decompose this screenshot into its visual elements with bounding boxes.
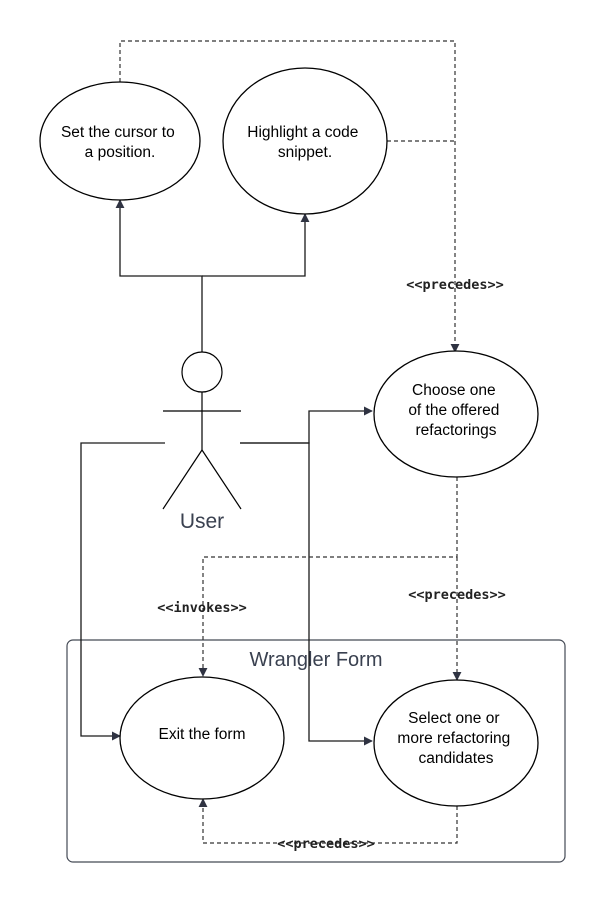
use-case-label-line: Highlight a code	[247, 124, 358, 141]
use-case-highlight-snippet[interactable]: Highlight a code snippet.	[222, 67, 388, 215]
actor-left-leg	[162, 449, 203, 510]
stereotype-invokes: <<invokes>>	[157, 600, 246, 616]
connector-choose-invokes-exit	[198, 477, 458, 677]
use-case-label: Highlight a code snippet.	[247, 124, 362, 161]
use-case-ellipse	[373, 350, 539, 478]
use-case-label: Choose one of the offered refactorings	[408, 382, 503, 439]
connector-actor-to-set-cursor	[115, 199, 203, 352]
actor-right-leg	[201, 449, 242, 510]
use-case-label: Set the cursor to a position.	[61, 124, 179, 161]
use-case-label-line: snippet.	[278, 144, 332, 161]
use-case-ellipse	[373, 679, 539, 807]
system-boundary: Wrangler Form	[66, 639, 566, 863]
connector-select-precedes-exit	[198, 798, 458, 844]
use-case-label-line: a position.	[85, 144, 156, 161]
use-case-label-line: Exit the form	[159, 726, 246, 743]
use-case-label-line: Set the cursor to	[61, 124, 175, 141]
use-case-ellipse	[222, 67, 388, 215]
use-case-label-line: Select one or	[408, 710, 499, 727]
use-case-choose-refactoring[interactable]: Choose one of the offered refactorings	[373, 350, 539, 478]
connector-actor-to-highlight	[202, 213, 310, 277]
stereotype-precedes-top: <<precedes>>	[406, 277, 504, 293]
connector-actor-to-choose	[240, 406, 373, 444]
use-case-label-line: more refactoring	[397, 730, 510, 747]
use-case-exit-form[interactable]: Exit the form	[119, 676, 285, 800]
stereotype-precedes-bottom: <<precedes>>	[277, 836, 375, 852]
use-case-set-cursor[interactable]: Set the cursor to a position.	[39, 81, 201, 201]
use-case-label: Select one or more refactoring candidate…	[397, 710, 514, 767]
actor-user[interactable]: User	[162, 351, 242, 533]
actor-label: User	[180, 510, 224, 533]
use-case-label-line: candidates	[419, 750, 494, 767]
use-case-ellipse	[119, 676, 285, 800]
use-case-label-line: refactorings	[416, 422, 497, 439]
boundary-box	[66, 639, 566, 863]
connector-actor-to-select	[240, 442, 373, 746]
use-case-label-line: of the offered	[408, 402, 499, 419]
connector-actor-to-exit	[80, 442, 165, 741]
stereotype-precedes-right: <<precedes>>	[408, 587, 506, 603]
use-case-label: Exit the form	[159, 726, 246, 743]
actor-head	[181, 351, 223, 393]
use-case-label-line: Choose one	[412, 382, 496, 399]
use-case-select-candidates[interactable]: Select one or more refactoring candidate…	[373, 679, 539, 807]
use-case-ellipse	[39, 81, 201, 201]
boundary-label: Wrangler Form	[250, 649, 383, 671]
